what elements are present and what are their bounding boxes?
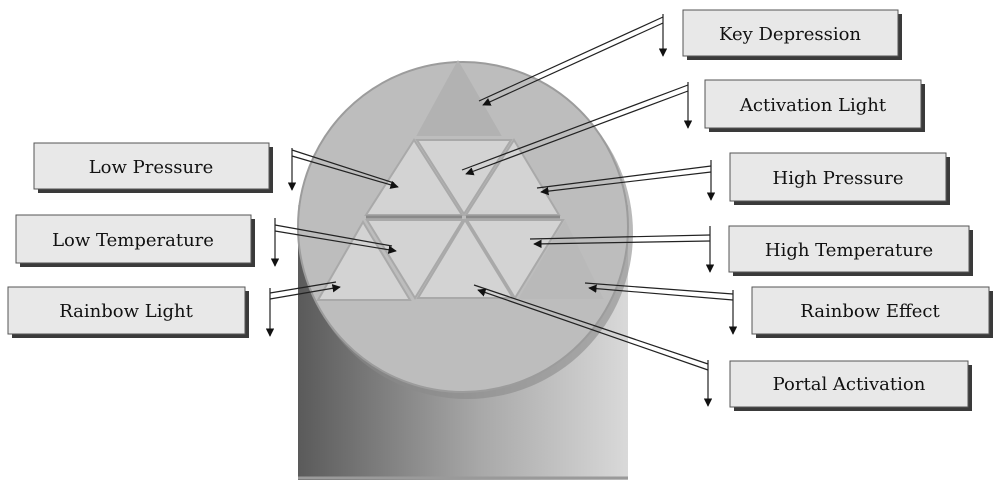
triangle-lower-left: [365, 219, 465, 300]
callout-activation-light: [461, 82, 693, 176]
label-high-temperature-text: High Temperature: [765, 240, 933, 261]
triangle-lower-far-left: [316, 220, 412, 301]
callout-high-pressure: [536, 160, 716, 201]
top-triangle: [416, 59, 502, 136]
label-high-pressure-text: High Pressure: [773, 168, 904, 189]
callout-low-pressure: [287, 148, 399, 191]
label-high-pressure: High Pressure: [729, 152, 950, 205]
callout-high-temperature: [529, 226, 715, 273]
label-low-pressure: Low Pressure: [33, 142, 273, 193]
label-activation-light: Activation Light: [704, 79, 925, 132]
triangle-array: [316, 59, 604, 301]
label-rainbow-effect: Rainbow Effect: [751, 286, 993, 338]
label-rainbow-effect-text: Rainbow Effect: [800, 301, 940, 322]
callout-portal-activation: [473, 284, 713, 407]
label-activation-light-text: Activation Light: [739, 95, 887, 116]
label-high-temperature: High Temperature: [728, 225, 973, 276]
label-low-pressure-text: Low Pressure: [89, 157, 214, 178]
label-rainbow-light-text: Rainbow Light: [59, 301, 193, 322]
label-key-depression-text: Key Depression: [719, 24, 861, 45]
callout-lines: [265, 14, 738, 407]
label-portal-activation: Portal Activation: [729, 360, 972, 411]
triangle-upper-right: [464, 138, 561, 216]
callout-rainbow-light: [265, 281, 341, 337]
label-rainbow-light: Rainbow Light: [7, 286, 249, 338]
label-portal-activation-text: Portal Activation: [773, 374, 926, 395]
triangle-lower-right: [465, 219, 565, 300]
label-key-depression: Key Depression: [682, 9, 902, 60]
label-low-temperature-text: Low Temperature: [52, 230, 214, 251]
triangle-lower-far-right: [518, 219, 604, 299]
callout-key-depression: [478, 14, 668, 106]
callout-low-temperature: [270, 218, 397, 267]
triangle-upper-left: [364, 138, 464, 216]
triangle-upper-middle: [415, 139, 513, 216]
label-boxes: Key Depression Activation Light Low Pres…: [7, 9, 993, 411]
triangle-lower-middle: [416, 218, 515, 299]
callout-rainbow-effect: [584, 282, 738, 335]
label-low-temperature: Low Temperature: [15, 214, 255, 267]
